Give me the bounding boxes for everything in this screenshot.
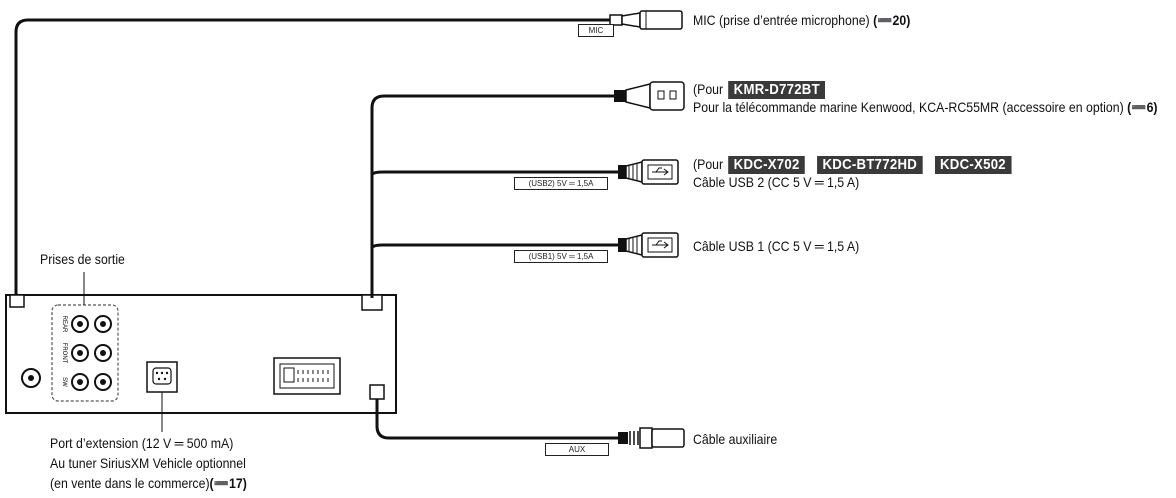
- mic-label-text: MIC (prise d’entrée microphone): [693, 12, 870, 28]
- harness-connector-icon: [273, 357, 341, 395]
- usb2-connector-icon: [618, 159, 679, 185]
- aux-port: [369, 384, 385, 400]
- antenna-jack-icon: [21, 368, 41, 388]
- usb1-cable: [370, 243, 620, 249]
- jack-label-sw: SW: [61, 377, 67, 387]
- usb1-cable-tag: (USB1) 5V ═ 1,5A: [514, 250, 608, 263]
- remote-description: Pour la télécommande marine Kenwood, KCA…: [693, 99, 1124, 115]
- model-badge-kdc-bt772hd: KDC-BT772HD: [817, 156, 923, 174]
- mic-cable: [14, 18, 612, 298]
- outputs-label: Prises de sortie: [40, 251, 125, 267]
- usb1-label: Câble USB 1 (CC 5 V ═ 1,5 A): [693, 238, 860, 254]
- usb2-cable: [370, 170, 620, 176]
- usb2-label-line2: Câble USB 2 (CC 5 V ═ 1,5 A): [693, 174, 860, 190]
- remote-cable: [370, 94, 616, 298]
- jack-label-front: FRONT: [61, 343, 67, 364]
- remote-label-line2: Pour la télécommande marine Kenwood, KCA…: [693, 98, 1158, 116]
- mic-port: [9, 294, 25, 308]
- aux-plug-icon: [618, 427, 685, 449]
- expansion-label-line1: Port d’extension (12 V ═ 500 mA): [50, 435, 234, 451]
- aux-cable-tag: AUX: [545, 443, 609, 456]
- usb1-connector-icon: [618, 232, 679, 258]
- mic-plug-icon: [609, 10, 683, 30]
- usb2-prefix: (Pour: [693, 156, 724, 172]
- expansion-note: (en vente dans le commerce): [50, 475, 210, 491]
- mic-label: MIC (prise d’entrée microphone) (➖20): [693, 11, 910, 29]
- model-badge-kmr-d772bt: KMR-D772BT: [728, 81, 826, 99]
- rca-jacks: [71, 315, 112, 391]
- aux-cable: [375, 399, 620, 440]
- mic-page-ref: (➖20): [873, 12, 911, 28]
- expansion-port-icon: [146, 361, 178, 393]
- remote-connector-icon: [614, 81, 685, 111]
- usb2-cable-tag: (USB2) 5V ═ 1,5A: [514, 177, 608, 190]
- expansion-label-line3: (en vente dans le commerce)(➖17): [50, 474, 247, 492]
- expansion-label-line2: Au tuner SiriusXM Vehicle optionnel: [50, 455, 246, 471]
- remote-page-ref: (➖6): [1127, 99, 1158, 115]
- jack-label-rear: REAR: [61, 316, 67, 333]
- mic-cable-tag: MIC: [578, 24, 614, 37]
- remote-prefix: (Pour: [693, 81, 724, 97]
- expansion-page-ref: (➖17): [209, 475, 247, 491]
- output-jacks-panel: [51, 304, 119, 402]
- model-badge-kdc-x702: KDC-X702: [728, 156, 805, 174]
- aux-label: Câble auxiliaire: [693, 431, 778, 447]
- model-badge-kdc-x502: KDC-X502: [934, 156, 1012, 174]
